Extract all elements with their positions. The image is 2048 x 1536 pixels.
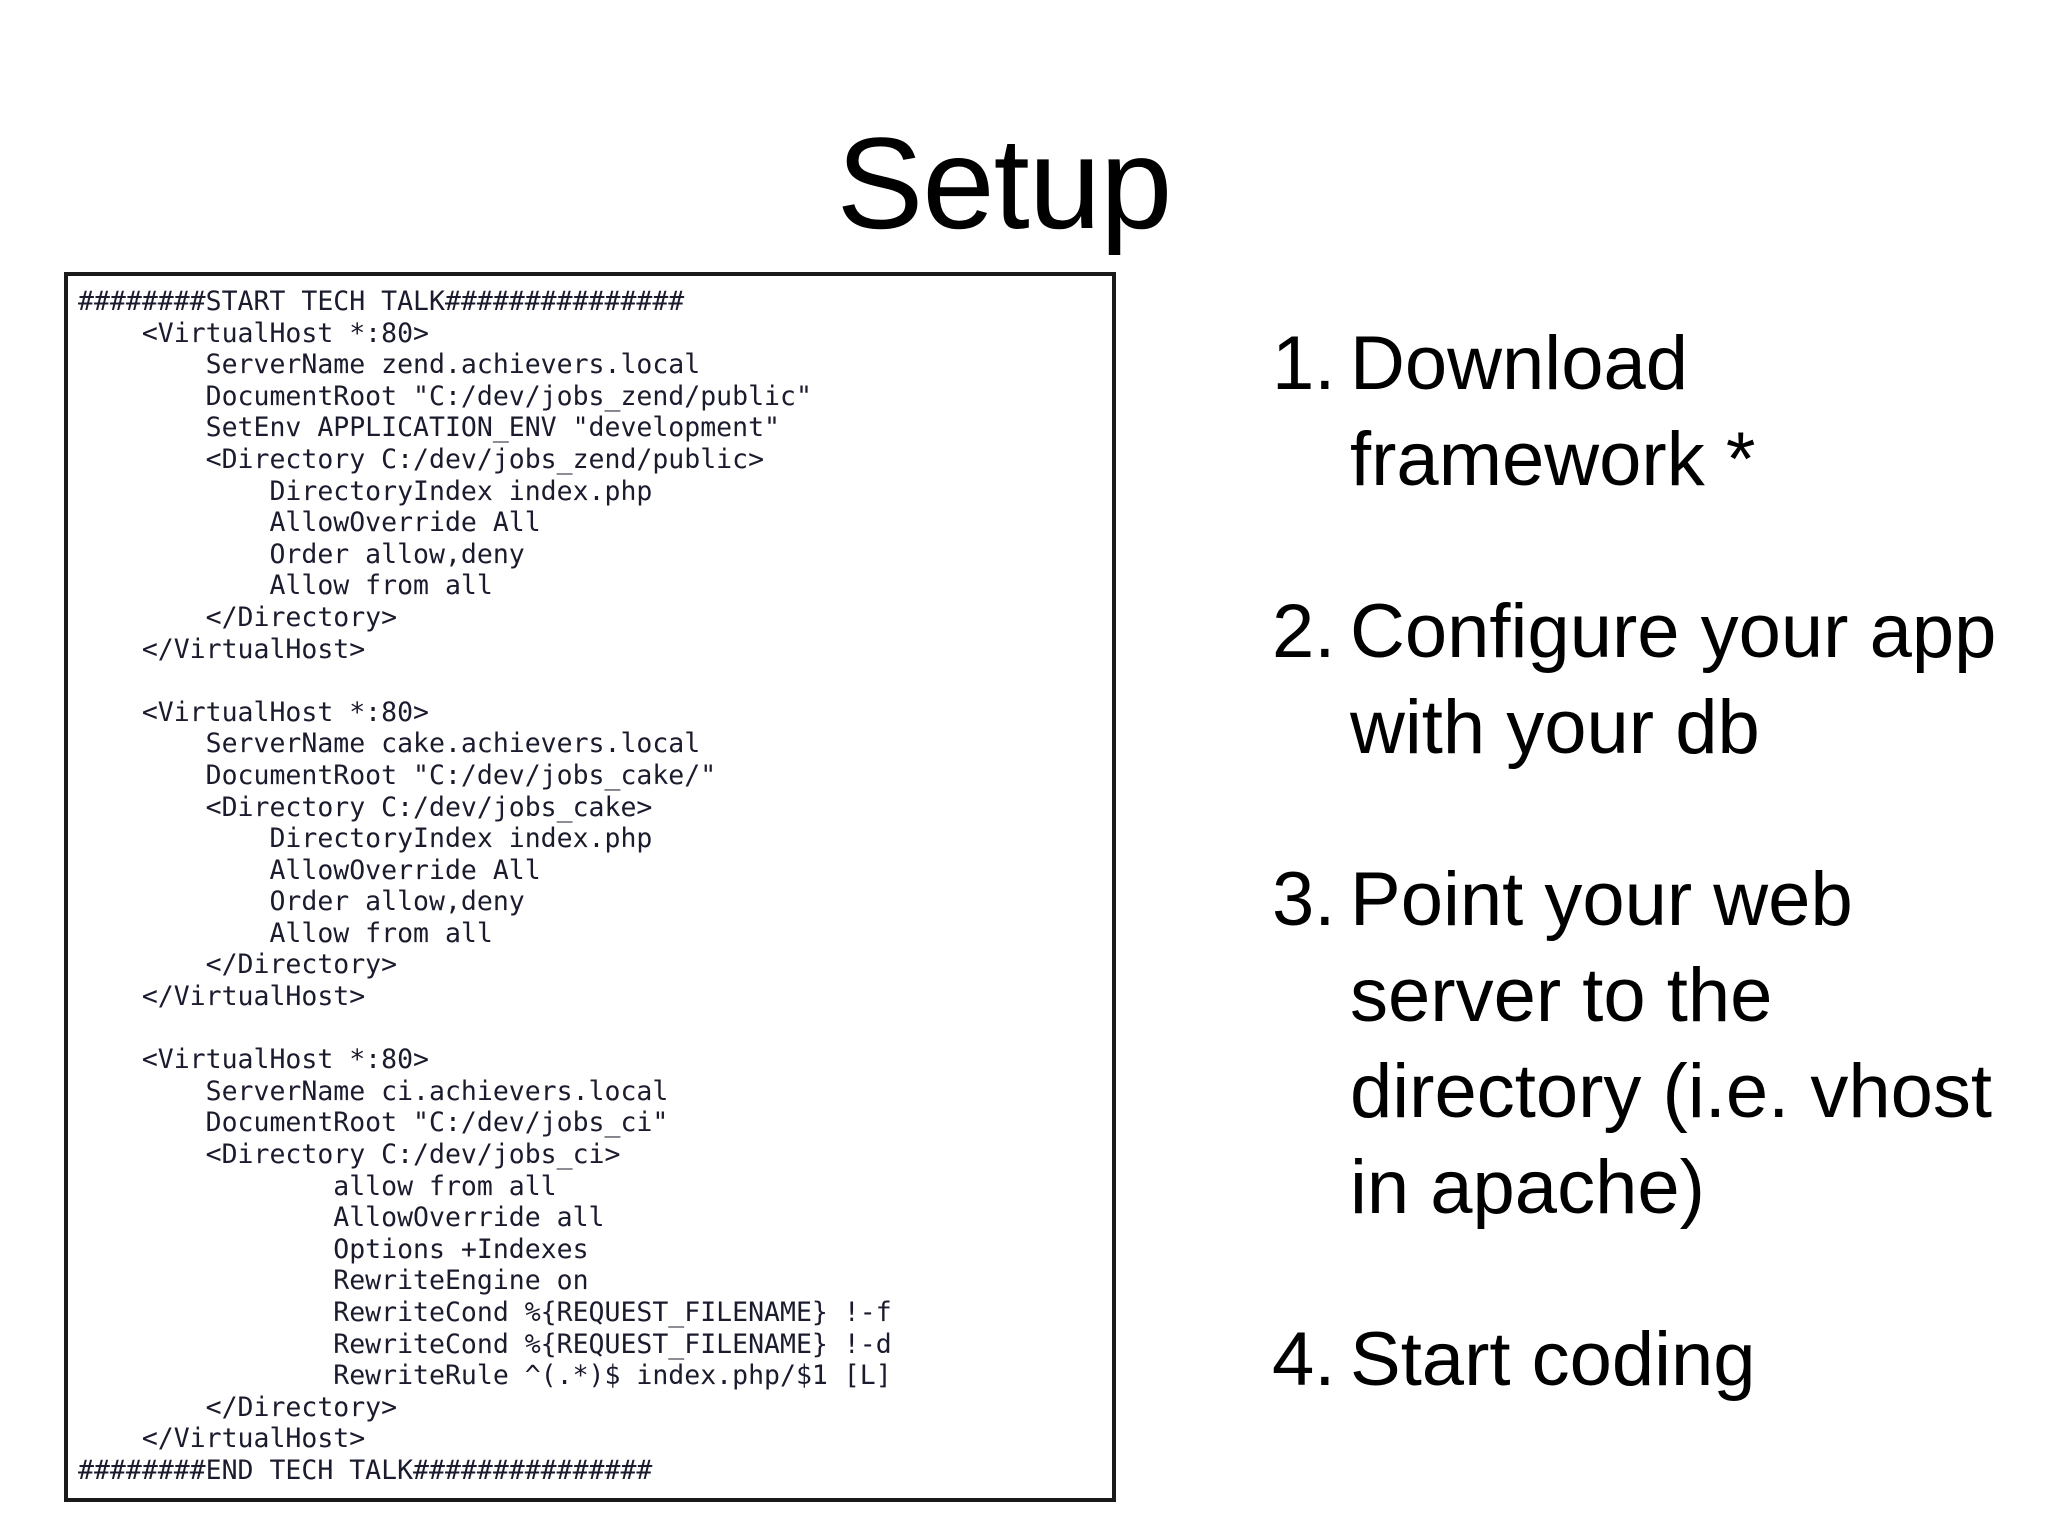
list-item: 3. Point your web server to the director… <box>1272 852 2022 1236</box>
setup-steps-list: 1. Download framework * 2. Configure you… <box>1232 316 2022 1408</box>
list-item: 2. Configure your app with your db <box>1272 584 2022 776</box>
apache-vhost-config-code: ########START TECH TALK############### <… <box>78 286 892 1486</box>
list-item-label: Configure your app with your db <box>1350 589 1997 770</box>
list-item-number: 1. <box>1272 321 1336 406</box>
page-title-text: Setup <box>836 110 1173 256</box>
list-item: 4. Start coding <box>1272 1312 2022 1408</box>
list-item: 1. Download framework * <box>1272 316 2022 508</box>
list-item-label: Point your web server to the directory (… <box>1350 857 1992 1230</box>
list-item-number: 4. <box>1272 1317 1336 1402</box>
list-item-label: Start coding <box>1350 1317 1756 1402</box>
list-item-number: 3. <box>1272 857 1336 942</box>
list-item-label: Download framework * <box>1350 321 1756 502</box>
code-panel: ########START TECH TALK############### <… <box>64 272 1116 1502</box>
page-title: Setup <box>0 118 2048 248</box>
list-item-number: 2. <box>1272 589 1336 674</box>
